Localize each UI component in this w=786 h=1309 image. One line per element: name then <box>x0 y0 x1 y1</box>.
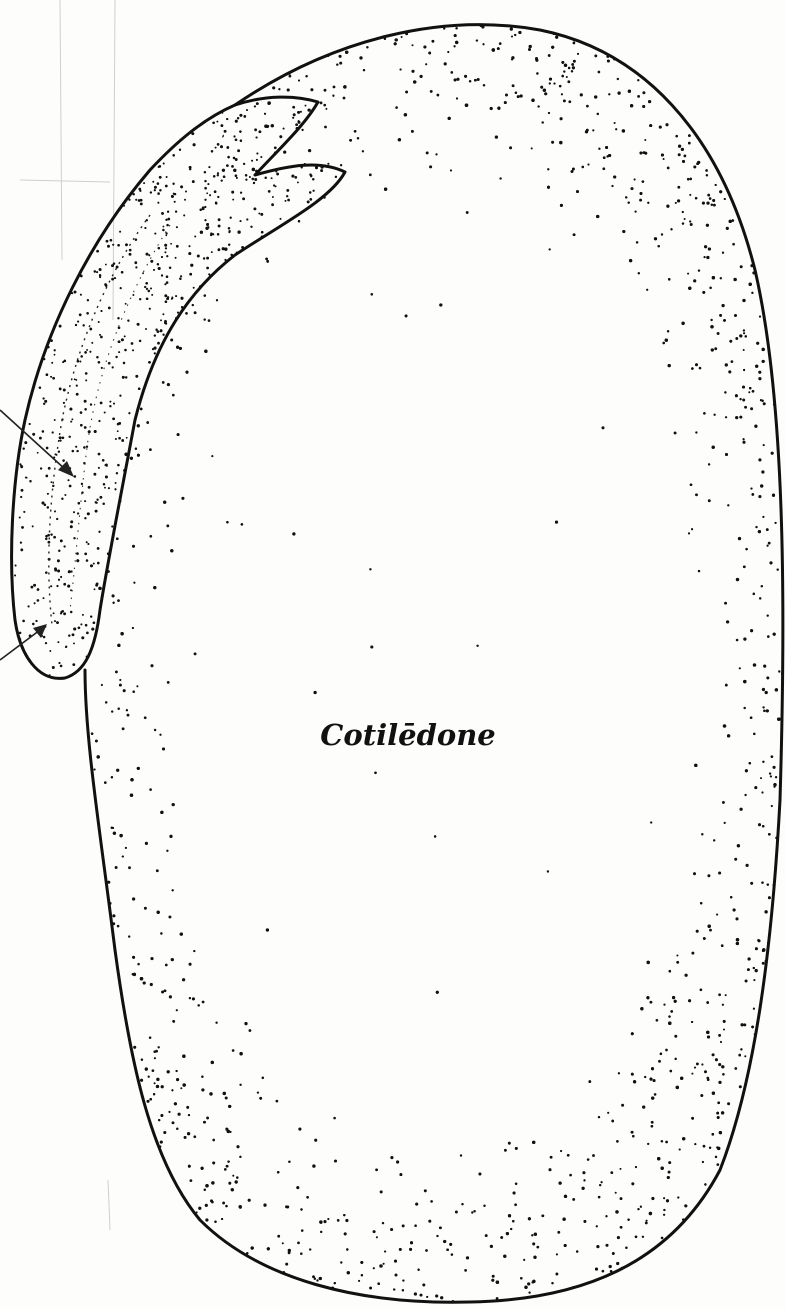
embryo-inner-line-2 <box>70 225 170 610</box>
pointer-arrow-lower <box>0 624 47 660</box>
cotyledon-label: Cotilēdone <box>320 718 495 752</box>
cotyledon-outline <box>85 25 783 1303</box>
embryo-stipple <box>4 89 351 686</box>
cotyledon-stipple <box>79 9 786 1309</box>
